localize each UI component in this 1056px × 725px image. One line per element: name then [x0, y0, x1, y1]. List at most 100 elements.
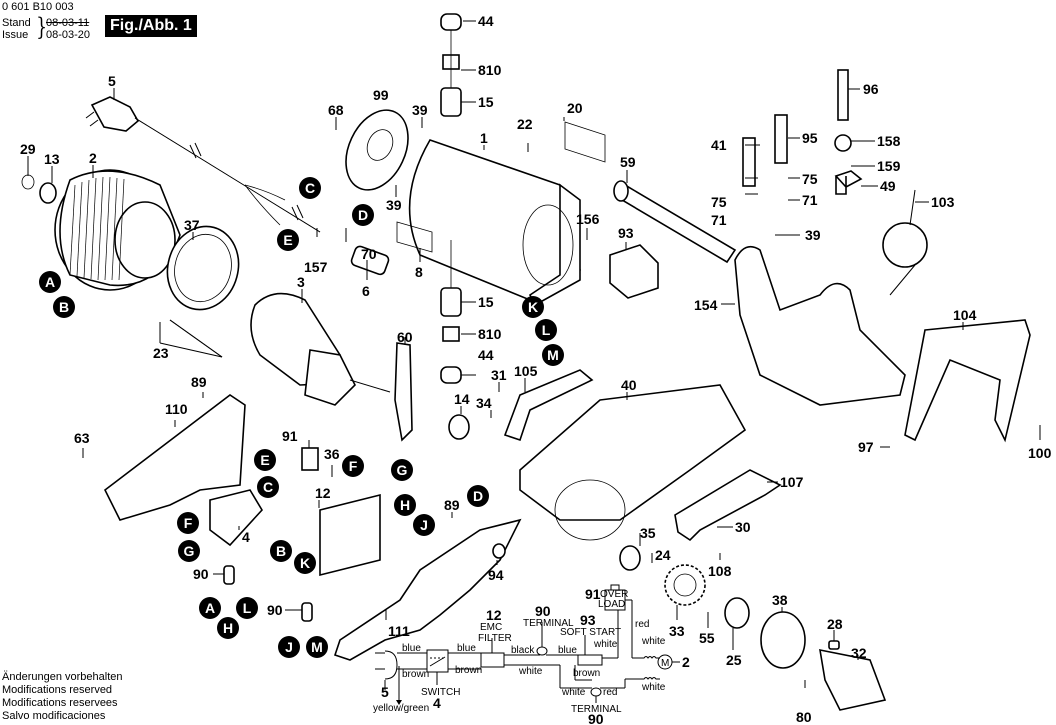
callout-49: 49: [880, 178, 896, 194]
callout-59: 59: [620, 154, 636, 170]
wiring-ground-label: yellow/green: [373, 703, 429, 714]
wiring-terminal-top-number: 90: [535, 603, 551, 619]
connector-G-switch: G: [178, 540, 200, 562]
connector-J-terminal: J: [278, 636, 300, 658]
bolt-95: [774, 114, 788, 164]
wire-brown-3: brown: [573, 668, 600, 679]
connector-G-emc: G: [391, 459, 413, 481]
callout-22: 22: [517, 116, 533, 132]
emc-filter: [319, 493, 381, 577]
callout-55: 55: [699, 630, 715, 646]
connector-A-stator: A: [39, 271, 61, 293]
svg-text:J: J: [420, 517, 428, 533]
callout-60: 60: [397, 329, 413, 345]
terminal-top-symbol: [536, 646, 548, 656]
callout-95: 95: [802, 130, 818, 146]
handle-cover-110: [103, 394, 246, 521]
callout-38: 38: [772, 592, 788, 608]
callout-33: 33: [669, 623, 685, 639]
svg-text:K: K: [300, 555, 310, 571]
connector-H-emc: H: [394, 494, 416, 516]
callout-90-left: 90: [193, 566, 209, 582]
callout-110: 110: [165, 401, 188, 417]
callout-99: 99: [373, 87, 389, 103]
svg-text:F: F: [184, 515, 193, 531]
screw-96: [837, 69, 849, 121]
connector-M-terminal: M: [306, 636, 328, 658]
output-shaft-32: [819, 648, 887, 711]
svg-text:A: A: [45, 274, 55, 290]
wiring-emc-number: 12: [486, 607, 502, 623]
callout-104: 104: [953, 307, 977, 323]
wiring-overload-label-1: OVER: [600, 589, 628, 600]
carbon-brush-810-bottom: [442, 326, 460, 342]
ground-arrow: [396, 700, 402, 705]
plug-94: [492, 543, 506, 559]
torsion-spring: [882, 222, 928, 268]
callout-108: 108: [708, 563, 732, 579]
callout-15-top: 15: [478, 94, 494, 110]
callout-8: 8: [415, 264, 423, 280]
svg-text:C: C: [305, 180, 315, 196]
callout-75-right: 75: [802, 171, 818, 187]
inductor-top: [640, 656, 660, 659]
terminal-90-a: [223, 565, 235, 585]
emc-filter-symbol: [480, 652, 505, 668]
issue-label: Issue: [2, 29, 29, 41]
brush-holder-15-bottom: [440, 287, 462, 317]
brace-glyph: }: [36, 13, 47, 41]
callout-3: 3: [297, 274, 305, 290]
callout-20: 20: [567, 100, 583, 116]
callout-15-bottom: 15: [478, 294, 494, 310]
svg-text:L: L: [243, 600, 252, 616]
modifications-notice: Änderungen vorbehalten Modifications res…: [2, 671, 122, 723]
wiring-motor-number: 2: [682, 654, 690, 670]
spring-158: [834, 134, 852, 152]
notice-de: Änderungen vorbehalten: [2, 671, 123, 683]
svg-text:J: J: [285, 639, 293, 655]
callout-810-top: 810: [478, 62, 502, 78]
terminal-90-b: [301, 602, 313, 622]
wiring-terminal-top-label: TERMINAL: [523, 618, 574, 629]
callout-154: 154: [694, 297, 718, 313]
connector-C-cord: C: [299, 177, 321, 199]
label-plate-20: [564, 121, 606, 163]
bearing-35: [619, 545, 641, 571]
terminal-bottom-symbol: [590, 687, 602, 697]
key-28: [828, 640, 840, 650]
callout-159: 159: [877, 158, 901, 174]
svg-text:G: G: [397, 462, 408, 478]
wire-white-motor-1: white: [641, 636, 666, 647]
svg-text:F: F: [349, 458, 358, 474]
bearing-14: [448, 414, 470, 440]
callout-89-left: 89: [191, 374, 207, 390]
callout-100: 100: [1028, 445, 1052, 461]
wiring-schematic: 5 yellow/green blue brown SWITCH 4 blue …: [373, 584, 690, 725]
notice-es: Salvo modificaciones: [2, 710, 106, 722]
wiring-motor-symbol: M: [661, 658, 669, 669]
overload-protector: [301, 447, 319, 471]
brush-cap-44-bottom: [440, 366, 462, 384]
current-date: 08-03-20: [46, 29, 91, 41]
wire-white-terminal: white: [561, 687, 586, 698]
callout-63: 63: [74, 430, 90, 446]
callout-1: 1: [480, 130, 488, 146]
callout-24: 24: [655, 547, 671, 563]
armature: [250, 292, 391, 406]
callout-4: 4: [242, 529, 250, 545]
wire-brown-1: brown: [402, 669, 429, 680]
callout-71-right: 71: [802, 192, 818, 208]
connector-F-emc: F: [342, 455, 364, 477]
switch-4: [209, 489, 263, 547]
callout-41: 41: [711, 137, 727, 153]
flange-38: [760, 611, 806, 669]
connector-H-terminal: H: [217, 617, 239, 639]
callout-71-left: 71: [711, 212, 727, 228]
callout-156: 156: [576, 211, 600, 227]
callout-31: 31: [491, 367, 507, 383]
callout-107: 107: [780, 474, 804, 490]
callout-93: 93: [618, 225, 634, 241]
svg-text:K: K: [528, 299, 538, 315]
wiring-softstart-label: SOFT START: [560, 627, 621, 638]
